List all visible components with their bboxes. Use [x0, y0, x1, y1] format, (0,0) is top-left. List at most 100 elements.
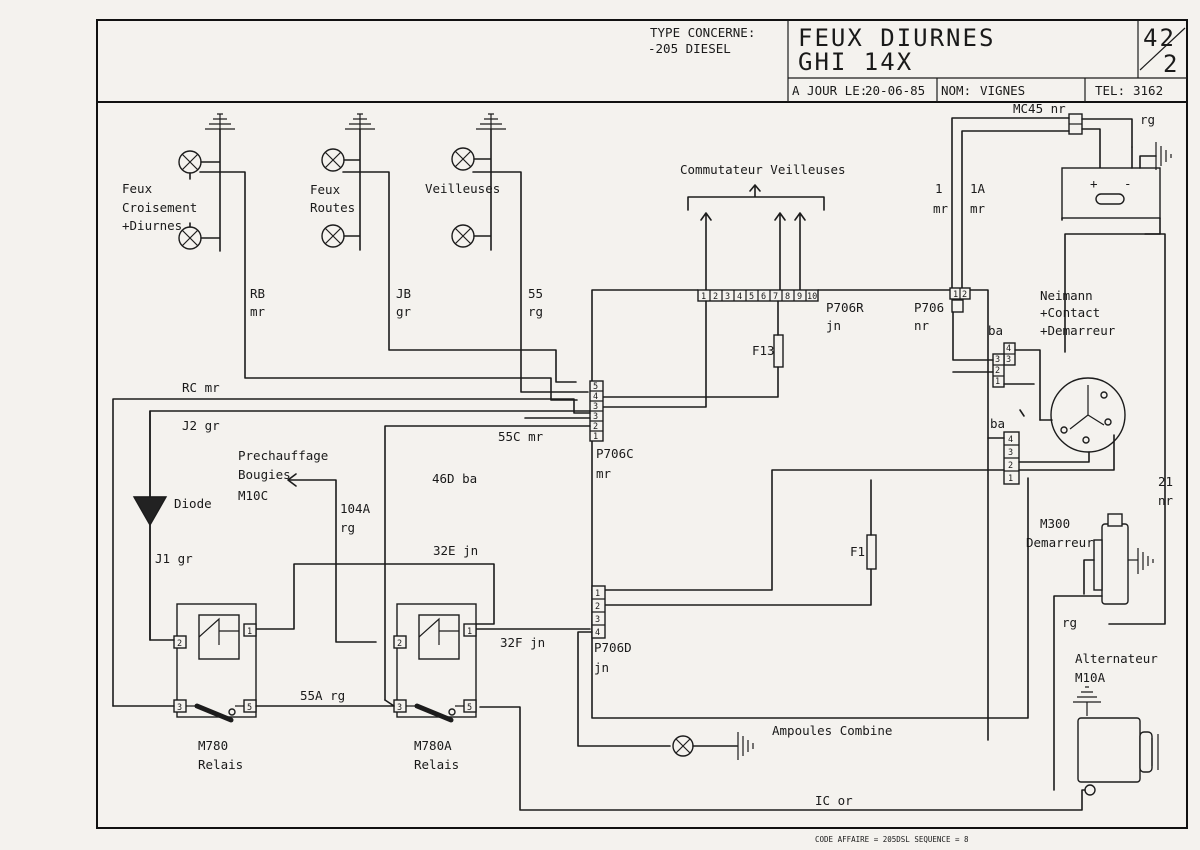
- svg-text:2: 2: [995, 366, 1000, 376]
- wire-21-color: nr: [1158, 493, 1174, 508]
- wire-rc-label: RC mr: [182, 380, 220, 395]
- feux-croisement-label-3: +Diurnes: [122, 218, 182, 233]
- wire-104a-color: rg: [340, 520, 355, 535]
- ignition-switch-icon: [1050, 377, 1126, 453]
- alternator-icon: [1077, 717, 1159, 796]
- svg-text:10: 10: [807, 292, 817, 302]
- p706-color: nr: [914, 318, 930, 333]
- veilleuses-label: Veilleuses: [425, 181, 500, 196]
- sheet-number: 42: [1143, 24, 1176, 52]
- svg-text:-: -: [1124, 176, 1132, 191]
- wire-55-label: 55: [528, 286, 543, 301]
- commutateur-label: Commutateur Veilleuses: [680, 162, 846, 177]
- svg-text:2: 2: [713, 292, 718, 302]
- svg-text:3: 3: [725, 292, 730, 302]
- alternateur-label: Alternateur: [1075, 651, 1158, 666]
- svg-text:3: 3: [1008, 448, 1013, 458]
- connector-p706d: 1 2 3 4: [591, 585, 606, 639]
- svg-text:3: 3: [995, 355, 1000, 365]
- wire-21-label: 21: [1158, 474, 1173, 489]
- neimann-label: Neimann: [1040, 288, 1093, 303]
- connector-p706: 1 2: [949, 287, 971, 313]
- alternateur-label-2: M10A: [1075, 670, 1106, 685]
- svg-text:2: 2: [397, 639, 402, 649]
- neimann-label-3: +Demarreur: [1040, 323, 1116, 338]
- diagram-subtitle: GHI 14X: [798, 48, 913, 76]
- mc45-label: MC45 nr: [1013, 101, 1066, 116]
- wire-rb-label: RB: [250, 286, 265, 301]
- ground-icon: [1155, 142, 1172, 170]
- f1-label: F1: [850, 544, 865, 559]
- svg-text:5: 5: [593, 382, 598, 392]
- wire-55-color: rg: [528, 304, 543, 319]
- svg-text:6: 6: [761, 292, 766, 302]
- p706r-color: jn: [826, 318, 841, 333]
- svg-text:2: 2: [593, 422, 598, 432]
- svg-text:2: 2: [1008, 461, 1013, 471]
- p706d-color: jn: [594, 660, 609, 675]
- svg-text:7: 7: [773, 292, 778, 302]
- wire-1-color: mr: [933, 201, 949, 216]
- wire-ic-label: IC or: [815, 793, 853, 808]
- name-value: VIGNES: [980, 83, 1025, 98]
- p706d-label: P706D: [594, 640, 632, 655]
- starter-motor-icon: [1093, 513, 1138, 605]
- wire-55a-label: 55A rg: [300, 688, 345, 703]
- wire-32f-label: 32F jn: [500, 635, 545, 650]
- diagram-title: FEUX DIURNES: [798, 24, 995, 52]
- lamp-icon: [672, 735, 694, 757]
- connector-neimann-c: 4 3 2 1: [1003, 431, 1020, 485]
- footer-code: CODE AFFAIRE = 205DSL SEQUENCE = 8: [815, 835, 969, 844]
- connector-neimann-b: 3 2 1: [992, 353, 1005, 388]
- lamp-icon: [178, 147, 475, 250]
- wire-rb-color: mr: [250, 304, 266, 319]
- svg-text:2: 2: [177, 639, 182, 649]
- connector-p706c: 5 4 3 3 2 1: [589, 380, 604, 442]
- m780-label: M780: [198, 738, 228, 753]
- wire-jb-label: JB: [396, 286, 411, 301]
- m780-label-2: Relais: [198, 757, 243, 772]
- wire-j2-label: J2 gr: [182, 418, 220, 433]
- svg-text:5: 5: [247, 703, 252, 713]
- svg-text:2: 2: [595, 602, 600, 612]
- wire-32e-label: 32E jn: [433, 543, 478, 558]
- svg-text:4: 4: [737, 292, 742, 302]
- svg-text:1: 1: [995, 377, 1000, 387]
- f13-label: F13: [752, 343, 775, 358]
- svg-text:2: 2: [962, 290, 967, 300]
- m300-label-2: Demarreur: [1026, 535, 1094, 550]
- connector-p706r: 1 2 3 4 5 6 7 8 9 10: [697, 289, 819, 302]
- name-label: NOM:: [941, 83, 971, 98]
- wire-46d-label: 46D ba: [432, 471, 477, 486]
- wire-55c-label: 55C mr: [498, 429, 544, 444]
- svg-text:4: 4: [595, 628, 600, 638]
- connector-neimann-a: 4 3: [1003, 342, 1016, 366]
- m300-label: M300: [1040, 516, 1070, 531]
- fuse-f1: [866, 534, 877, 570]
- date-value: 20-06-85: [865, 83, 925, 98]
- svg-text:3: 3: [593, 402, 598, 412]
- m780a-label: M780A: [414, 738, 452, 753]
- p706c-label: P706C: [596, 446, 634, 461]
- wire-rg-top-label: rg: [1140, 112, 1155, 127]
- feux-routes-label: Feux: [310, 182, 341, 197]
- wire-jb-color: gr: [396, 304, 412, 319]
- wire-ba-2-label: ba: [990, 416, 1005, 431]
- prechauffage-label: Prechauffage: [238, 448, 328, 463]
- svg-text:1: 1: [1008, 474, 1013, 484]
- p706-label: P706: [914, 300, 944, 315]
- svg-text:3: 3: [397, 703, 402, 713]
- feux-croisement-label-2: Croisement: [122, 200, 197, 215]
- wire-104a-label: 104A: [340, 501, 371, 516]
- svg-text:1: 1: [467, 627, 472, 637]
- wire-rg-alt-label: rg: [1062, 615, 1077, 630]
- svg-text:5: 5: [749, 292, 754, 302]
- type-label: TYPE CONCERNE:: [650, 25, 755, 40]
- wire-j1-label: J1 gr: [155, 551, 193, 566]
- tel-value: 3162: [1133, 83, 1163, 98]
- svg-text:4: 4: [1008, 435, 1013, 445]
- svg-text:4: 4: [593, 392, 598, 402]
- p706c-color: mr: [596, 466, 612, 481]
- prechauffage-label-3: M10C: [238, 488, 268, 503]
- ground-icon: [1073, 686, 1101, 716]
